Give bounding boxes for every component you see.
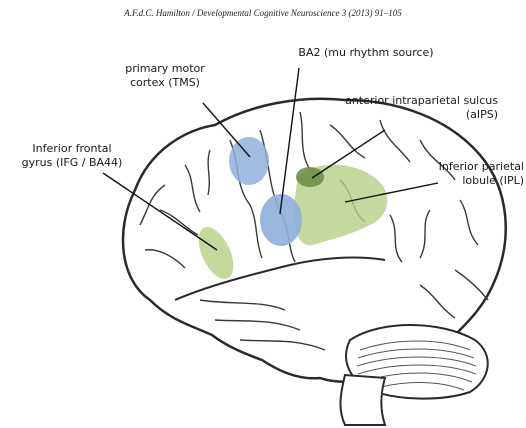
label-ipl-line1: Inferior parietal bbox=[439, 160, 524, 173]
label-ifg-line2: gyrus (IFG / BA44) bbox=[22, 156, 123, 169]
label-ifg-line1: Inferior frontal bbox=[32, 142, 111, 155]
label-ipl-line2: lobule (IPL) bbox=[462, 174, 524, 187]
brainstem bbox=[340, 375, 385, 425]
aips-region bbox=[296, 167, 324, 187]
label-ba2: BA2 (mu rhythm source) bbox=[298, 46, 433, 59]
label-aips-line1: anterior intraparietal sulcus bbox=[345, 94, 498, 107]
label-primary-motor-line2: cortex (TMS) bbox=[130, 76, 200, 89]
label-primary-motor-line1: primary motor bbox=[125, 62, 205, 75]
primary-motor-region bbox=[229, 137, 269, 185]
label-aips-line2: (aIPS) bbox=[466, 108, 498, 121]
